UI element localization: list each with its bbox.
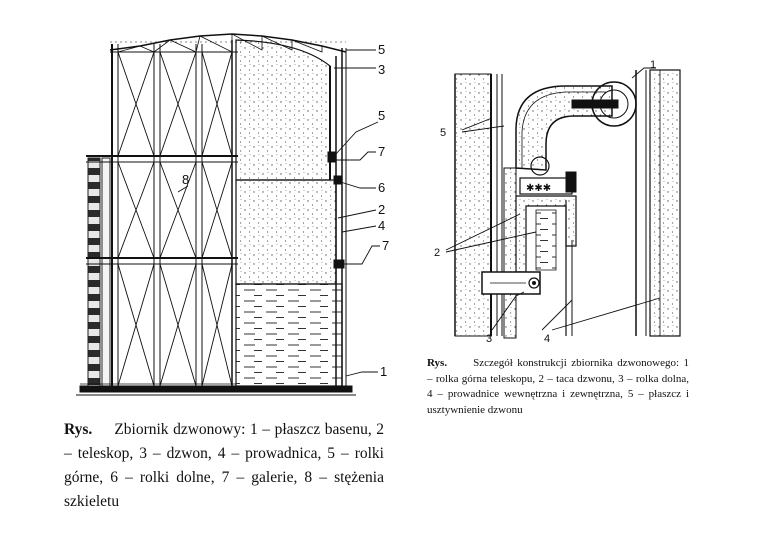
roof-truss <box>109 33 347 53</box>
right-caption-lead: Rys. <box>427 357 448 369</box>
callout-1-upper-roller: 1 <box>650 59 656 71</box>
pipe-opening <box>530 156 550 176</box>
left-callout-labels: 5 3 5 7 6 2 4 7 1 8 <box>182 42 389 379</box>
callout-1-basin-shell: 1 <box>380 364 387 379</box>
callout-4-guides: 4 <box>544 333 550 345</box>
left-caption-lead: Rys. <box>64 421 93 438</box>
brick-column-inner <box>101 157 111 387</box>
right-callout-labels: 1 5 2 3 4 <box>434 59 656 345</box>
callout-2-tray: 2 <box>434 247 440 259</box>
callout-5-upper-rollers-2: 5 <box>378 108 385 123</box>
callout-3-lower-roller: 3 <box>486 333 492 345</box>
callout-4-guide: 4 <box>378 218 385 233</box>
callout-8-bracing: 8 <box>182 172 189 187</box>
svg-text:✱✱✱: ✱✱✱ <box>526 183 551 194</box>
right-caption-text: Szczegół konstrukcji zbiornika dzwonoweg… <box>427 357 689 416</box>
telescope-section <box>235 179 337 285</box>
callout-5-shell: 5 <box>440 127 446 139</box>
callout-6-lower-rollers: 6 <box>378 180 385 195</box>
bell-elbow <box>515 85 613 171</box>
right-figure-caption: Rys.Szczegół konstrukcji zbiornika dzwon… <box>427 356 689 418</box>
gasholder-section-drawing <box>76 33 356 396</box>
skeleton-bracing <box>117 51 233 387</box>
left-figure-caption: Rys.Zbiornik dzwonowy: 1 – płaszcz basen… <box>64 418 384 514</box>
callout-5-upper-rollers: 5 <box>378 42 385 57</box>
callout-7-gallery: 7 <box>378 144 385 159</box>
foundation-slab <box>79 385 353 393</box>
brick-column-outer <box>87 157 101 387</box>
detail-drawing: ✱✱✱ <box>454 69 681 339</box>
right-callout-leaders <box>445 67 661 331</box>
left-caption-text: Zbiornik dzwonowy: 1 – płaszcz basenu, 2… <box>64 421 384 510</box>
bell-shell-stippled <box>454 73 492 337</box>
callout-3-bell: 3 <box>378 62 385 77</box>
basin-water <box>235 283 343 387</box>
callout-2-telescope: 2 <box>378 202 385 217</box>
callout-7-gallery-2: 7 <box>382 238 389 253</box>
bell-section <box>235 39 331 181</box>
left-callout-leaders <box>177 49 380 377</box>
